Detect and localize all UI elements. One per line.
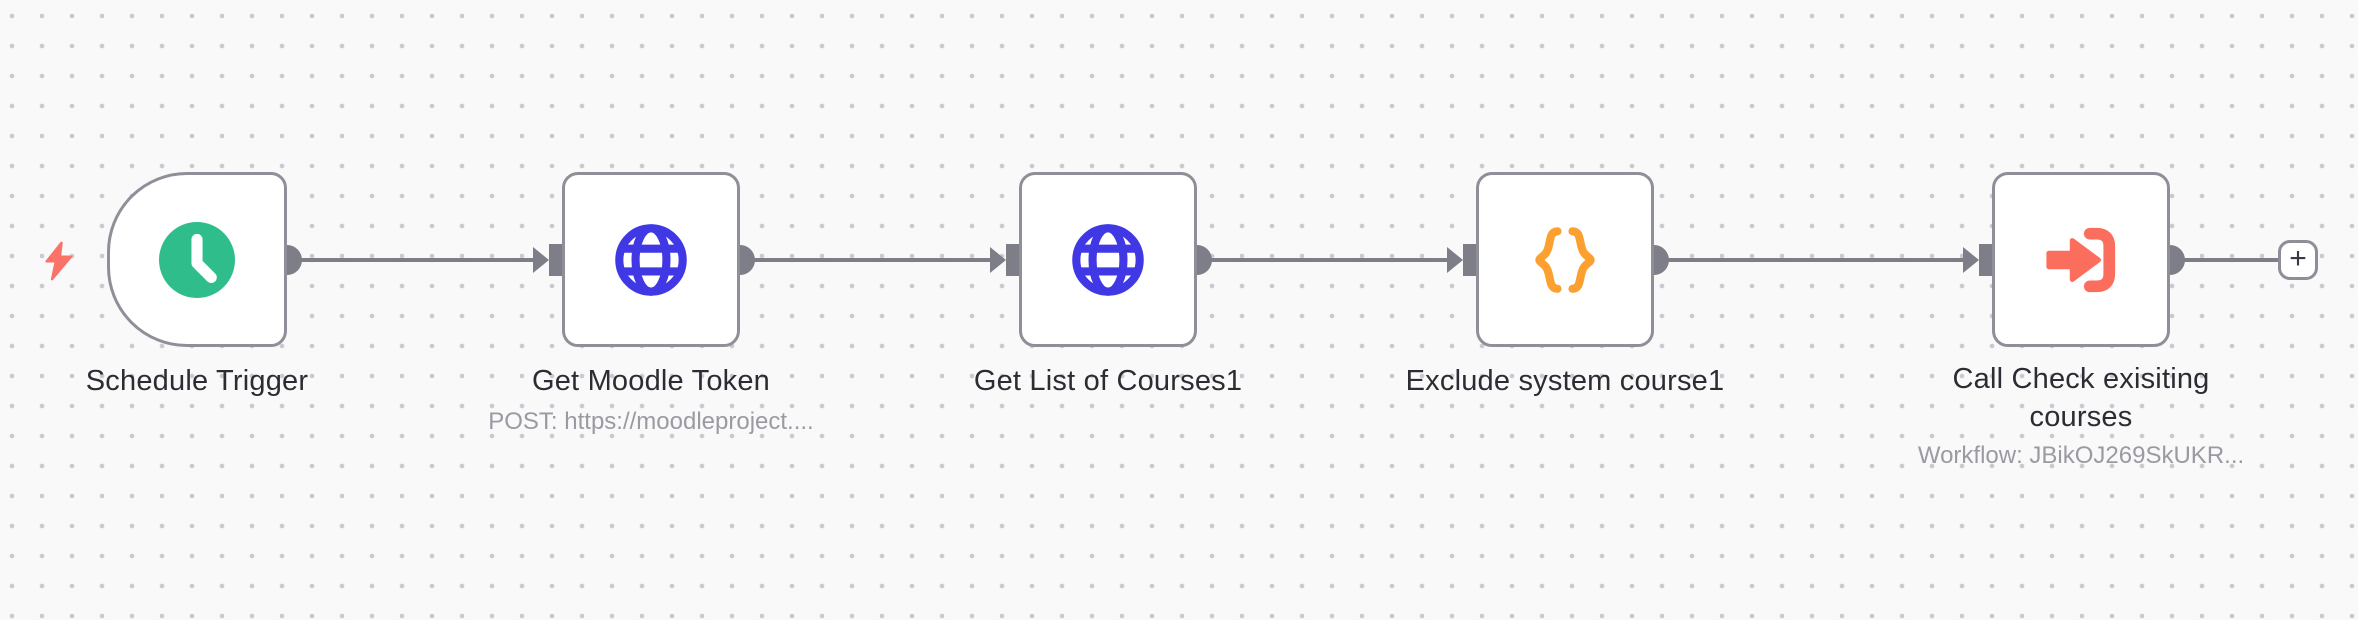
connection-line[interactable] (1197, 258, 1447, 262)
input-arrow-icon (1447, 247, 1463, 273)
node-label: Schedule Trigger (85, 365, 309, 397)
input-arrow-icon (533, 247, 549, 273)
node-label: Call Check exisiting courses (1952, 363, 2210, 433)
node-get-moodle-token[interactable] (562, 172, 740, 347)
connection-line[interactable] (2170, 258, 2278, 262)
node-call-check-exisiting-courses[interactable] (1992, 172, 2170, 347)
globe-icon (612, 221, 690, 299)
node-label: Exclude system course1 (1405, 365, 1725, 397)
input-port[interactable] (1463, 244, 1476, 276)
connection-line[interactable] (1654, 258, 1963, 262)
plus-icon: + (2289, 242, 2307, 275)
node-subtitle: Workflow: JBikOJ269SkUKR... (1917, 442, 2245, 469)
input-arrow-icon (1963, 247, 1979, 273)
node-subtitle: POST: https://moodleproject.... (488, 408, 814, 435)
lightning-bolt-icon (40, 240, 78, 282)
connection-line[interactable] (740, 258, 990, 262)
add-node-button[interactable]: + (2278, 240, 2318, 280)
input-arrow-icon (990, 247, 1006, 273)
node-label: Get Moodle Token (531, 365, 771, 397)
input-port[interactable] (1006, 244, 1019, 276)
code-braces-icon (1525, 220, 1605, 300)
connection-line[interactable] (287, 258, 533, 262)
node-get-list-of-courses1[interactable] (1019, 172, 1197, 347)
node-exclude-system-course1[interactable] (1476, 172, 1654, 347)
input-port[interactable] (549, 244, 562, 276)
input-port[interactable] (1979, 244, 1992, 276)
node-schedule-trigger[interactable] (107, 172, 287, 347)
clock-icon (159, 221, 235, 298)
globe-icon (1069, 221, 1147, 299)
arrow-into-bracket-icon (2042, 221, 2120, 299)
node-label: Get List of Courses1 (973, 365, 1243, 397)
